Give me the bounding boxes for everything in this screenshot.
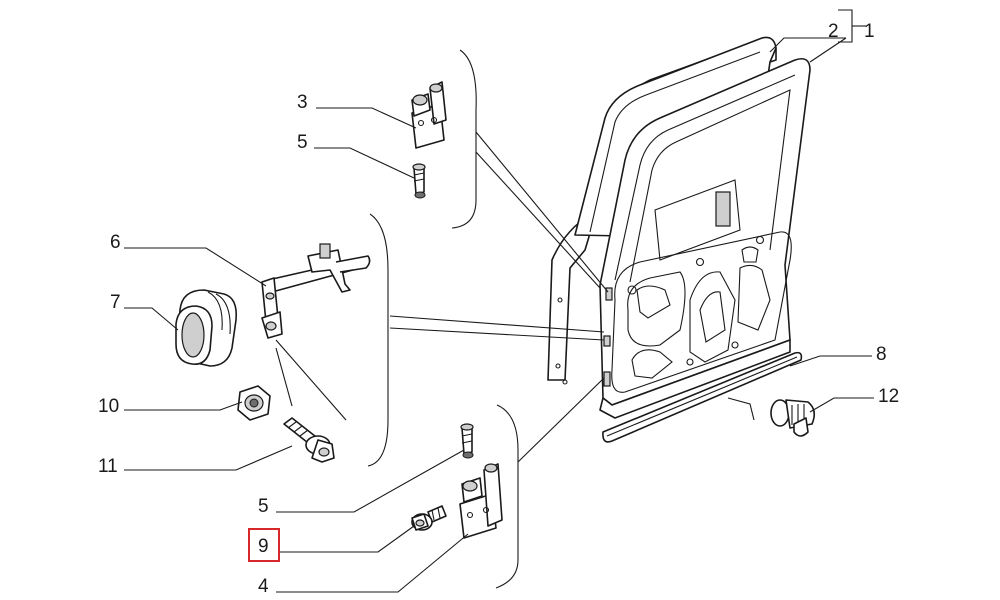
- callout-2: 2: [828, 21, 839, 42]
- door-check-strap[interactable]: [261, 243, 371, 339]
- callout-leaders: [124, 25, 874, 593]
- hex-nut[interactable]: [237, 385, 271, 421]
- callout-7: 7: [110, 292, 121, 313]
- upper-hinge[interactable]: [411, 81, 447, 149]
- hinge-pin-upper[interactable]: [412, 163, 426, 199]
- sill-trim-strip[interactable]: [602, 351, 803, 443]
- hinge-bolt[interactable]: [411, 505, 447, 531]
- retaining-clip[interactable]: [770, 399, 816, 437]
- group-brackets: [367, 9, 853, 589]
- door-assembly[interactable]: [547, 36, 811, 419]
- callout-3: 3: [297, 92, 308, 113]
- callout-1: 1: [864, 21, 875, 42]
- callout-10: 10: [98, 396, 119, 417]
- callout-11: 11: [98, 456, 118, 477]
- callout-4: 4: [258, 576, 269, 597]
- callout-9: 9: [258, 536, 269, 557]
- callout-5-upper: 5: [297, 132, 308, 153]
- hinge-pin-lower[interactable]: [460, 423, 474, 459]
- callout-9-highlight: [248, 528, 280, 562]
- callout-5-lower: 5: [258, 496, 269, 517]
- callout-6: 6: [110, 232, 121, 253]
- rubber-boot[interactable]: [175, 289, 238, 367]
- lower-hinge[interactable]: [459, 463, 503, 539]
- flange-bolt[interactable]: [283, 417, 335, 463]
- callout-labels: 1 2 3 4 5 5 6 7 8 9 10 11 12: [98, 21, 899, 597]
- callout-8: 8: [876, 344, 887, 365]
- connector-lines: [275, 131, 755, 463]
- callout-12: 12: [878, 386, 899, 407]
